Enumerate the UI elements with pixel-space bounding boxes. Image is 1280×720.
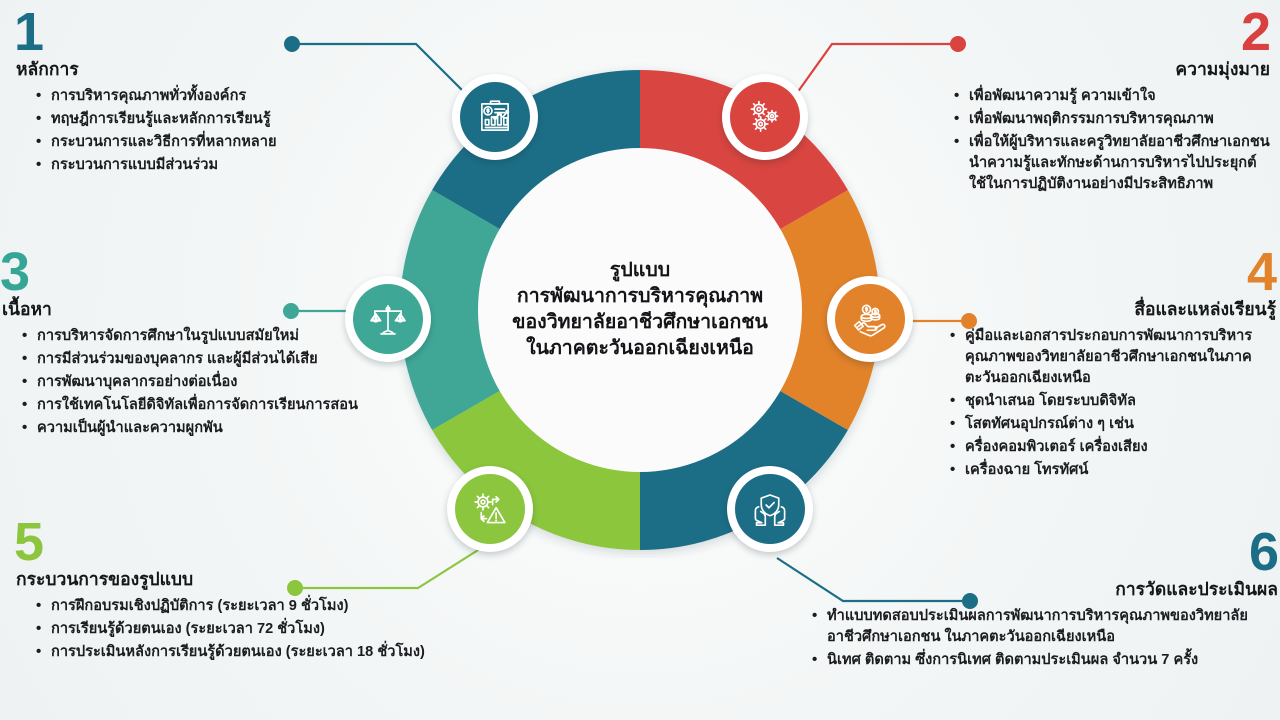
center-line-4: ในภาคตะวันออกเฉียงเหนือ [526,336,754,359]
section-3: 3 เนื้อหา การบริหารจัดการศึกษาในรูปแบบสม… [0,242,360,441]
balance-scale-icon [353,284,423,354]
center-line-2: การพัฒนาการบริหารคุณภาพ [516,285,764,308]
icon-bubble-5[interactable] [447,466,533,552]
list-item: การประเมินหลังการเรียนรู้ด้วยตนเอง (ระยะ… [34,641,514,663]
section-4-number: 4 [1246,242,1277,302]
donut-segment-1 [432,70,640,250]
section-3-list: การบริหารจัดการศึกษาในรูปแบบสมัยใหม่ การ… [0,325,360,439]
section-2-list: เพื่อพัฒนาความรู้ ความเข้าใจ เพื่อพัฒนาพ… [942,85,1270,195]
section-5-list: การฝึกอบรมเชิงปฏิบัติการ (ระยะเวลา 9 ชั่… [14,595,514,663]
center-title: รูปแบบ การพัฒนาการบริหารคุณภาพ ของวิทยาล… [490,258,790,362]
section-3-title: เนื้อหา [2,298,52,319]
connector-6 [776,557,978,609]
donut-segment-2 [640,70,848,250]
section-5-title: กระบวนการของรูปแบบ [16,568,194,589]
list-item: เพื่อให้ผู้บริหารและครูวิทยาลัยอาชีวศึกษ… [952,131,1270,195]
section-5-number: 5 [14,512,44,572]
section-1-number: 1 [14,2,44,62]
donut-segment-6 [640,370,848,550]
list-item: การบริหารคุณภาพทั่วทั้งองค์กร [34,85,344,107]
section-4-list: คู่มือและเอกสารประกอบการพัฒนาการบริหารคุ… [938,325,1276,481]
list-item: เพื่อพัฒนาความรู้ ความเข้าใจ [952,85,1270,107]
connector-1 [284,36,479,107]
list-item: การใช้เทคโนโลยีดิจิทัลเพื่อการจัดการเรีย… [20,394,360,416]
icon-bubble-6[interactable] [727,466,813,552]
list-item: การบริหารจัดการศึกษาในรูปแบบสมัยใหม่ [20,325,360,347]
list-item: การมีส่วนร่วมของบุคลากร และผู้มีส่วนได้เ… [20,348,360,370]
icon-bubble-4[interactable] [827,276,913,362]
section-6: 6 การวัดและประเมินผล ทำแบบทดสอบประเมินผล… [800,522,1279,673]
hand-coins-icon [835,284,905,354]
center-line-3: ของวิทยาลัยอาชีวศึกษาเอกชน [512,311,768,333]
section-4: 4 สื่อและแหล่งเรียนรู้ คู่มือและเอกสารปร… [938,242,1277,482]
list-item: การเรียนรู้ด้วยตนเอง (ระยะเวลา 72 ชั่วโม… [34,618,514,640]
section-5: 5 กระบวนการของรูปแบบ การฝึกอบรมเชิงปฏิบั… [14,512,514,665]
gear-warning-process-icon [455,474,525,544]
connector-3 [283,303,350,319]
section-6-list: ทำแบบทดสอบประเมินผลการพัฒนาการบริหารคุณภ… [800,605,1278,671]
clipboard-chart-dollar-icon [460,82,530,152]
section-3-number: 3 [0,242,30,302]
list-item: การฝึกอบรมเชิงปฏิบัติการ (ระยะเวลา 9 ชั่… [34,595,514,617]
list-item: โสตทัศนอุปกรณ์ต่าง ๆ เช่น [948,413,1276,435]
section-2: 2 ความมุ่งมาย เพื่อพัฒนาความรู้ ความเข้า… [942,2,1271,197]
gears-icon [730,82,800,152]
list-item: นิเทศ ติดตาม ซึ่งการนิเทศ ติดตามประเมินผ… [810,649,1278,671]
section-1-title: หลักการ [16,58,79,79]
donut-segment-5 [432,370,640,550]
list-item: การพัฒนาบุคลากรอย่างต่อเนื่อง [20,371,360,393]
connector-5 [287,544,487,596]
section-2-number: 2 [1240,2,1271,62]
icon-bubble-3[interactable] [345,276,431,362]
section-2-title: ความมุ่งมาย [1175,58,1270,79]
section-4-title: สื่อและแหล่งเรียนรู้ [1134,298,1276,319]
list-item: ทฤษฎีการเรียนรู้และหลักการเรียนรู้ [34,108,344,130]
donut-center-hub: รูปแบบ การพัฒนาการบริหารคุณภาพ ของวิทยาล… [478,148,802,472]
list-item: ชุดนำเสนอ โดยระบบดิจิทัล [948,390,1276,412]
list-item: กระบวนการแบบมีส่วนร่วม [34,154,344,176]
center-line-1: รูปแบบ [609,259,671,282]
connector-2 [791,36,966,101]
list-item: ทำแบบทดสอบประเมินผลการพัฒนาการบริหารคุณภ… [810,605,1278,648]
list-item: เครื่องฉาย โทรทัศน์ [948,459,1276,481]
list-item: กระบวนการและวิธีการที่หลากหลาย [34,131,344,153]
section-1-list: การบริหารคุณภาพทั่วทั้งองค์กร ทฤษฎีการเร… [14,85,344,176]
section-6-number: 6 [1248,522,1279,582]
list-item: เพื่อพัฒนาพฤติกรรมการบริหารคุณภาพ [952,108,1270,130]
icon-bubble-1[interactable] [452,74,538,160]
list-item: ความเป็นผู้นำและความผูกพัน [20,417,360,439]
list-item: คู่มือและเอกสารประกอบการพัฒนาการบริหารคุ… [948,325,1276,389]
shield-hands-icon [735,474,805,544]
section-1: 1 หลักการ การบริหารคุณภาพทั่วทั้งองค์กร … [14,2,344,178]
icon-bubble-2[interactable] [722,74,808,160]
connector-4 [906,313,977,329]
section-6-title: การวัดและประเมินผล [1115,578,1278,599]
list-item: ครื่องคอมพิวเตอร์ เครื่องเสียง [948,436,1276,458]
